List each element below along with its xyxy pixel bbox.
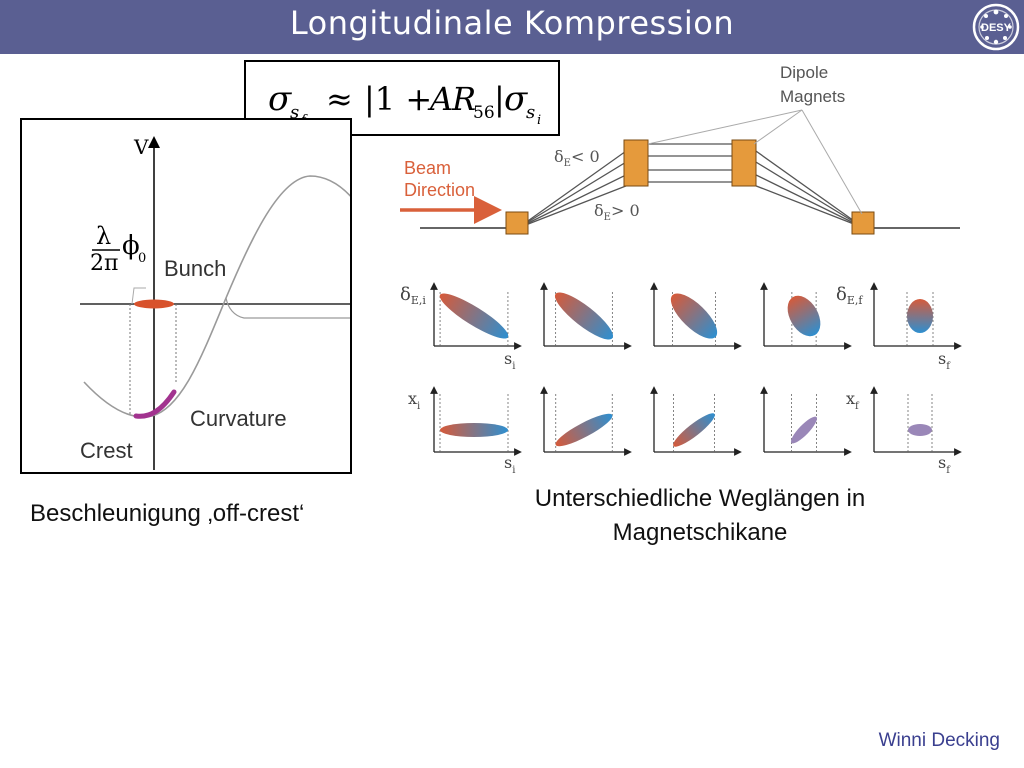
delta-s-plot-2 xyxy=(540,282,632,350)
bunch-ellipse xyxy=(908,424,932,436)
delta-s-plot-1 xyxy=(430,282,522,350)
bunch-ellipse xyxy=(673,413,715,447)
bunch-ellipse xyxy=(787,295,821,337)
chicane-diagram: Dipole Magnets Beam Direction δE< 0 δE> … xyxy=(400,63,962,476)
crest-label: Crest xyxy=(80,438,133,463)
formula-sub-56: 56 xyxy=(473,103,495,123)
caption-chicane-line1: Unterschiedliche Weglängen in xyxy=(534,485,866,512)
dipole-magnets xyxy=(505,139,875,235)
bunch-ellipse xyxy=(907,299,933,333)
x-s-plot-4 xyxy=(760,386,852,456)
voltage-axis-label: V xyxy=(133,135,149,159)
caption-off-crest: Beschleunigung ‚off-crest‘ xyxy=(30,500,305,527)
formula-sub-s-left: s xyxy=(290,102,299,123)
formula-bar-close: | xyxy=(494,80,505,118)
phase-phi-sub: 0 xyxy=(138,251,146,266)
label-s-i-top: si xyxy=(504,349,515,372)
bunch-label: Bunch xyxy=(164,256,226,281)
phase-space-plots xyxy=(430,282,962,456)
label-x-f: xf xyxy=(846,389,860,412)
caption-chicane: Unterschiedliche Weglängen in Magnetschi… xyxy=(480,482,920,550)
slide-title: Longitudinale Kompression xyxy=(289,4,735,42)
formula-sigma-left: σ xyxy=(268,79,292,119)
bunch-ellipse xyxy=(554,292,614,340)
bunch-ellipse xyxy=(555,413,613,447)
label-s-f-bottom: sf xyxy=(938,453,951,476)
bunch-marker xyxy=(134,299,174,309)
label-s-f-top: sf xyxy=(938,349,951,372)
formula-bar-open: |1 + xyxy=(364,80,432,118)
x-s-plot-2 xyxy=(540,386,632,456)
label-s-i-bottom: si xyxy=(504,453,515,476)
formula-sub-s-right: s xyxy=(526,102,535,123)
delta-s-plot-3 xyxy=(650,282,742,350)
bunch-ellipse xyxy=(439,293,509,339)
formula-A: A xyxy=(427,80,453,118)
formula-sigma-right: σ xyxy=(504,79,528,119)
x-s-plot-5 xyxy=(870,386,962,456)
curvature-label: Curvature xyxy=(190,406,287,431)
phase-phi: ϕ xyxy=(122,231,140,261)
title-bar xyxy=(0,0,1024,54)
delta-s-plot-4 xyxy=(760,282,852,350)
logo-text: DESY xyxy=(981,22,1012,34)
label-x-i: xi xyxy=(408,389,420,412)
delta-s-plot-5 xyxy=(870,282,962,350)
phase-lambda: λ xyxy=(96,222,111,250)
label-delta-e-i: δE,i xyxy=(400,284,426,307)
bunch-ellipse xyxy=(670,293,718,339)
author-footer: Winni Decking xyxy=(878,730,1000,751)
delta-pos-label: δE> 0 xyxy=(594,201,640,223)
bunch-ellipse xyxy=(440,423,508,437)
dipole-label-2: Magnets xyxy=(780,87,845,106)
formula-R: R xyxy=(451,80,476,118)
dipole-label-1: Dipole xyxy=(780,63,828,82)
formula-approx: ≈ xyxy=(326,80,353,118)
phase-2pi: 2π xyxy=(90,251,118,276)
delta-neg-label: δE< 0 xyxy=(554,147,600,169)
formula-sub-i: i xyxy=(537,113,541,128)
desy-logo-icon: DESY xyxy=(972,3,1020,51)
label-delta-e-f: δE,f xyxy=(836,284,863,307)
rf-voltage-diagram: V λ 2π ϕ 0 Bunch Curvature Crest xyxy=(20,118,352,474)
curvature-highlight xyxy=(133,389,177,419)
x-s-plot-1 xyxy=(430,386,522,456)
caption-chicane-line2: Magnetschikane xyxy=(612,519,788,546)
x-s-plot-3 xyxy=(650,386,742,456)
beam-label-2: Direction xyxy=(404,180,475,200)
rf-voltage-curve xyxy=(83,175,350,418)
beam-label-1: Beam xyxy=(404,158,451,178)
bunch-ellipse xyxy=(790,416,818,444)
